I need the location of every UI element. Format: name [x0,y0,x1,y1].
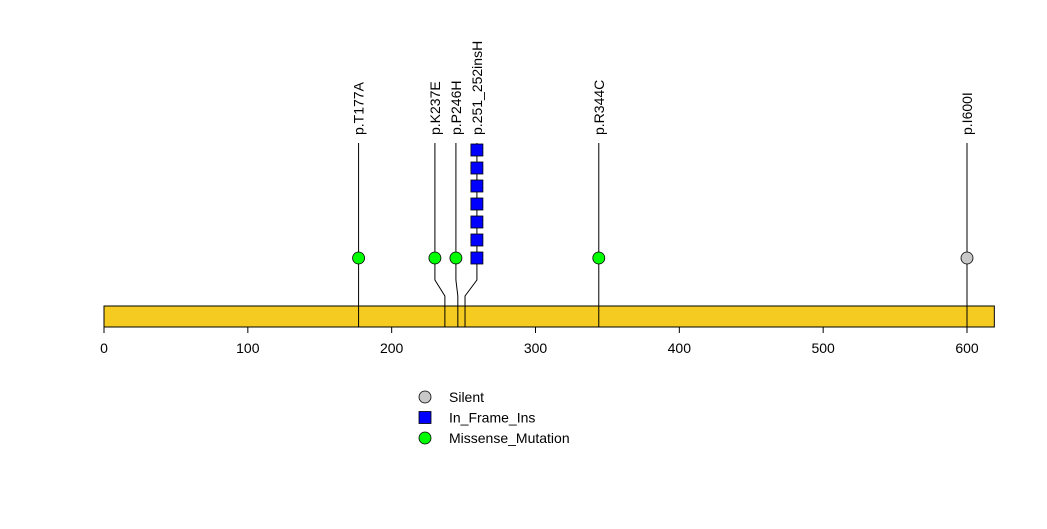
lollipop-stem [434,143,446,327]
mutation-label: p.T177A [351,81,367,135]
mutation-circle-marker [960,251,974,265]
x-tick-label: 200 [380,340,404,356]
mutation-circle-marker [449,251,463,265]
x-tick-label: 100 [236,340,260,356]
x-tick-label: 0 [100,340,108,356]
x-tick-label: 300 [524,340,548,356]
x-tick-label: 500 [811,340,835,356]
mutation-label: p.K237E [427,81,443,135]
legend-label: Missense_Mutation [449,430,570,446]
mutation-square-marker [470,251,484,265]
protein-bar [103,305,995,328]
mutation-label: p.P246H [448,81,464,135]
mutation-label: p.251_252insH [469,41,485,135]
legend-square-icon [418,411,432,424]
mutation-label: p.R344C [591,80,607,135]
x-tick-label: 600 [955,340,979,356]
lollipop-stem [455,143,459,327]
mutation-square-marker [470,197,484,211]
legend-label: Silent [449,389,484,405]
mutation-circle-marker [428,251,442,265]
mutation-square-marker [470,161,484,175]
mutation-square-marker [470,233,484,247]
legend-circle-icon [418,431,432,445]
mutation-label: p.I600I [959,92,975,135]
mutation-circle-marker [352,251,365,265]
legend-label: In_Frame_Ins [449,410,535,426]
mutation-square-marker [470,215,484,229]
mutation-square-marker [470,143,484,157]
x-tick-label: 400 [668,340,692,356]
mutation-circle-marker [592,251,606,265]
legend-circle-icon [418,390,432,404]
mutation-square-marker [470,179,484,193]
